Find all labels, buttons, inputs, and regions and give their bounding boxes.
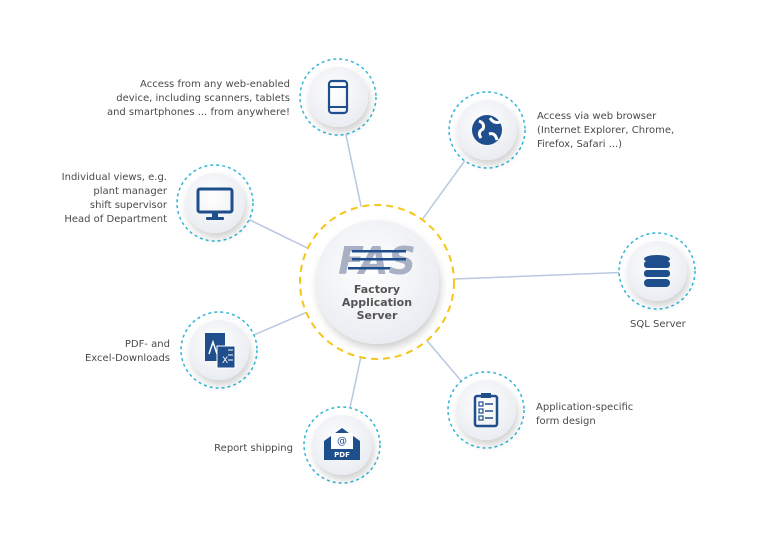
- label-line: Application-specific: [536, 402, 634, 413]
- node-smartphone: [299, 58, 377, 136]
- label-web-browser: Access via web browser (Internet Explore…: [537, 110, 674, 152]
- label-line: Access via web browser: [537, 111, 657, 122]
- smartphone-icon: [327, 79, 349, 115]
- center-circle: [315, 220, 439, 344]
- monitor-icon: [196, 187, 234, 220]
- center-node: FAS: [299, 204, 455, 360]
- label-line: shift supervisor: [89, 200, 167, 211]
- label-web-devices: Access from any web-enabled device, incl…: [107, 78, 290, 120]
- fas-logo: FAS: [338, 239, 416, 283]
- center-title-line: Application: [341, 296, 413, 309]
- node-circle: [185, 173, 245, 233]
- label-individual-views: Individual views, e.g. plant manager shi…: [62, 171, 167, 227]
- node-globe: [448, 91, 526, 169]
- label-line: (Internet Explorer, Chrome,: [537, 125, 675, 136]
- center-title-line: Server: [356, 309, 398, 322]
- label-line: Individual views, e.g.: [61, 172, 167, 183]
- center-title-line: Factory: [353, 283, 401, 296]
- node-database: [618, 232, 696, 310]
- label-line: Report shipping: [214, 443, 293, 454]
- node-email-pdf: @ PDF: [303, 406, 381, 484]
- svg-text:X: X: [222, 356, 228, 366]
- node-circle: [308, 67, 368, 127]
- label-sql-server: SQL Server: [630, 318, 686, 332]
- email-pdf-icon: @ PDF: [324, 428, 360, 460]
- node-pdf-excel: X: [180, 311, 258, 389]
- label-line: Firefox, Safari ...): [537, 139, 623, 150]
- clipboard-form-icon: [473, 393, 499, 428]
- label-line: Excel-Downloads: [84, 353, 170, 364]
- label-downloads: PDF- and Excel-Downloads: [85, 338, 170, 366]
- node-clipboard-form: [447, 371, 525, 449]
- svg-text:@: @: [337, 436, 347, 447]
- center-title: Factory Application Server: [327, 283, 427, 322]
- label-line: and smartphones ... from anywhere!: [106, 107, 290, 118]
- label-line: PDF- and: [124, 339, 170, 350]
- label-line: Head of Department: [64, 214, 167, 225]
- svg-text:FAS: FAS: [338, 239, 416, 283]
- svg-text:PDF: PDF: [334, 451, 350, 459]
- label-line: SQL Server: [630, 319, 686, 330]
- globe-icon: [472, 115, 502, 145]
- database-icon: [644, 255, 670, 287]
- node-monitor: [176, 164, 254, 242]
- label-form-design: Application-specific form design: [536, 401, 633, 429]
- label-line: plant manager: [93, 186, 167, 197]
- pdf-excel-icon: X: [205, 333, 236, 369]
- label-report-shipping: Report shipping: [214, 442, 293, 456]
- label-line: form design: [536, 416, 596, 427]
- node-circle: [456, 380, 516, 440]
- label-line: Access from any web-enabled: [140, 79, 290, 90]
- label-line: device, including scanners, tablets: [116, 93, 290, 104]
